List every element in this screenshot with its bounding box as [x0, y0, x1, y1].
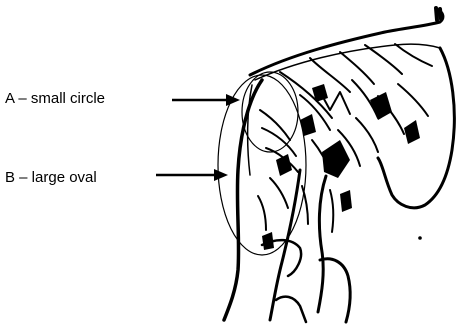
- arrow-b: [156, 169, 228, 181]
- label-a-small-circle: A – small circle: [5, 91, 105, 106]
- shading-marks: [262, 84, 420, 250]
- label-b-large-oval: B – large oval: [5, 170, 97, 185]
- small-dot: [418, 236, 422, 240]
- arrow-a: [172, 94, 240, 106]
